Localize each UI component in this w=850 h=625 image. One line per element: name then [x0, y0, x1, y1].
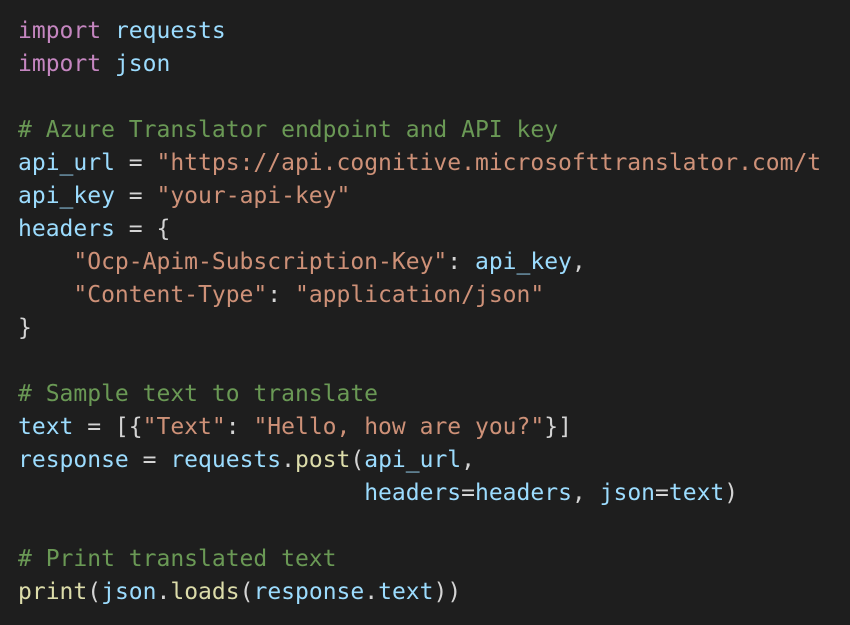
code-token — [18, 480, 364, 506]
code-token: }] — [544, 414, 572, 440]
code-token: import — [18, 18, 102, 44]
code-token: "https://api.cognitive.microsofttranslat… — [156, 150, 822, 176]
code-token — [101, 18, 115, 44]
code-token: import — [18, 51, 102, 77]
code-token — [18, 249, 73, 275]
code-line: "Ocp-Apim-Subscription-Key": api_key, — [18, 246, 821, 279]
code-token — [18, 282, 73, 308]
code-line: headers = { — [18, 213, 821, 246]
code-token: = — [461, 480, 475, 506]
code-token: = — [128, 447, 171, 473]
code-line: headers=headers, json=text) — [18, 477, 821, 510]
code-token: : — [267, 282, 295, 308]
code-token: headers — [364, 480, 462, 506]
code-line: "Content-Type": "application/json" — [18, 279, 821, 312]
code-token: ) — [724, 480, 739, 506]
code-token: . — [156, 579, 171, 605]
code-token: . — [281, 447, 295, 473]
code-token: # Azure Translator endpoint and API key — [18, 117, 559, 143]
code-token: json — [101, 579, 157, 605]
code-token: ( — [350, 447, 365, 473]
code-token: text — [18, 414, 74, 440]
code-token: "your-api-key" — [156, 183, 351, 209]
code-line — [18, 345, 821, 378]
code-token: "Hello, how are you?" — [253, 414, 545, 440]
code-line: import json — [18, 48, 821, 81]
code-token: text — [668, 480, 725, 506]
code-token: } — [18, 315, 32, 341]
code-token: api_key — [474, 249, 572, 275]
code-token: )) — [433, 579, 462, 605]
code-token: . — [364, 579, 379, 605]
code-token: loads — [170, 579, 240, 605]
code-token: "application/json" — [294, 282, 545, 308]
code-token: ( — [239, 579, 254, 605]
code-token: # Print translated text — [18, 546, 337, 572]
code-token: requests — [114, 18, 226, 44]
code-token: : — [225, 414, 254, 440]
code-token: requests — [170, 447, 282, 473]
code-line: api_key = "your-api-key" — [18, 180, 821, 213]
code-token: = — [114, 150, 157, 176]
code-line: print(json.loads(response.text)) — [18, 576, 821, 609]
code-token: api_url — [18, 150, 115, 176]
code-token: response — [18, 447, 129, 473]
code-line: # Sample text to translate — [18, 378, 821, 411]
code-line — [18, 81, 821, 114]
code-line — [18, 510, 821, 543]
code-token: text — [378, 579, 434, 605]
code-line: # Azure Translator endpoint and API key — [18, 114, 821, 147]
code-token: "Text" — [142, 414, 226, 440]
code-token: = [{ — [73, 414, 143, 440]
code-token: : — [447, 249, 475, 275]
code-token: , — [571, 249, 586, 275]
code-line: text = [{"Text": "Hello, how are you?"}] — [18, 411, 821, 444]
code-line: api_url = "https://api.cognitive.microso… — [18, 147, 821, 180]
code-token: = { — [114, 216, 171, 242]
code-token: print — [18, 579, 88, 605]
code-token: headers — [474, 480, 572, 506]
code-token: , — [461, 447, 476, 473]
code-line: } — [18, 312, 821, 345]
code-token: # Sample text to translate — [18, 381, 379, 407]
code-token: = — [114, 183, 157, 209]
code-token: api_url — [364, 447, 462, 473]
code-token: api_key — [18, 183, 115, 209]
code-line: import requests — [18, 15, 821, 48]
code-token: json — [114, 51, 171, 77]
code-token: "Ocp-Apim-Subscription-Key" — [73, 249, 448, 275]
code-line: response = requests.post(api_url, — [18, 444, 821, 477]
code-token: = — [655, 480, 669, 506]
code-token: post — [294, 447, 351, 473]
code-token: "Content-Type" — [73, 282, 268, 308]
code-line: # Print translated text — [18, 543, 821, 576]
code-token: response — [253, 579, 365, 605]
code-token: , — [571, 480, 600, 506]
code-token: ( — [87, 579, 102, 605]
code-token — [101, 51, 115, 77]
code-token: json — [599, 480, 656, 506]
code-token: headers — [18, 216, 115, 242]
